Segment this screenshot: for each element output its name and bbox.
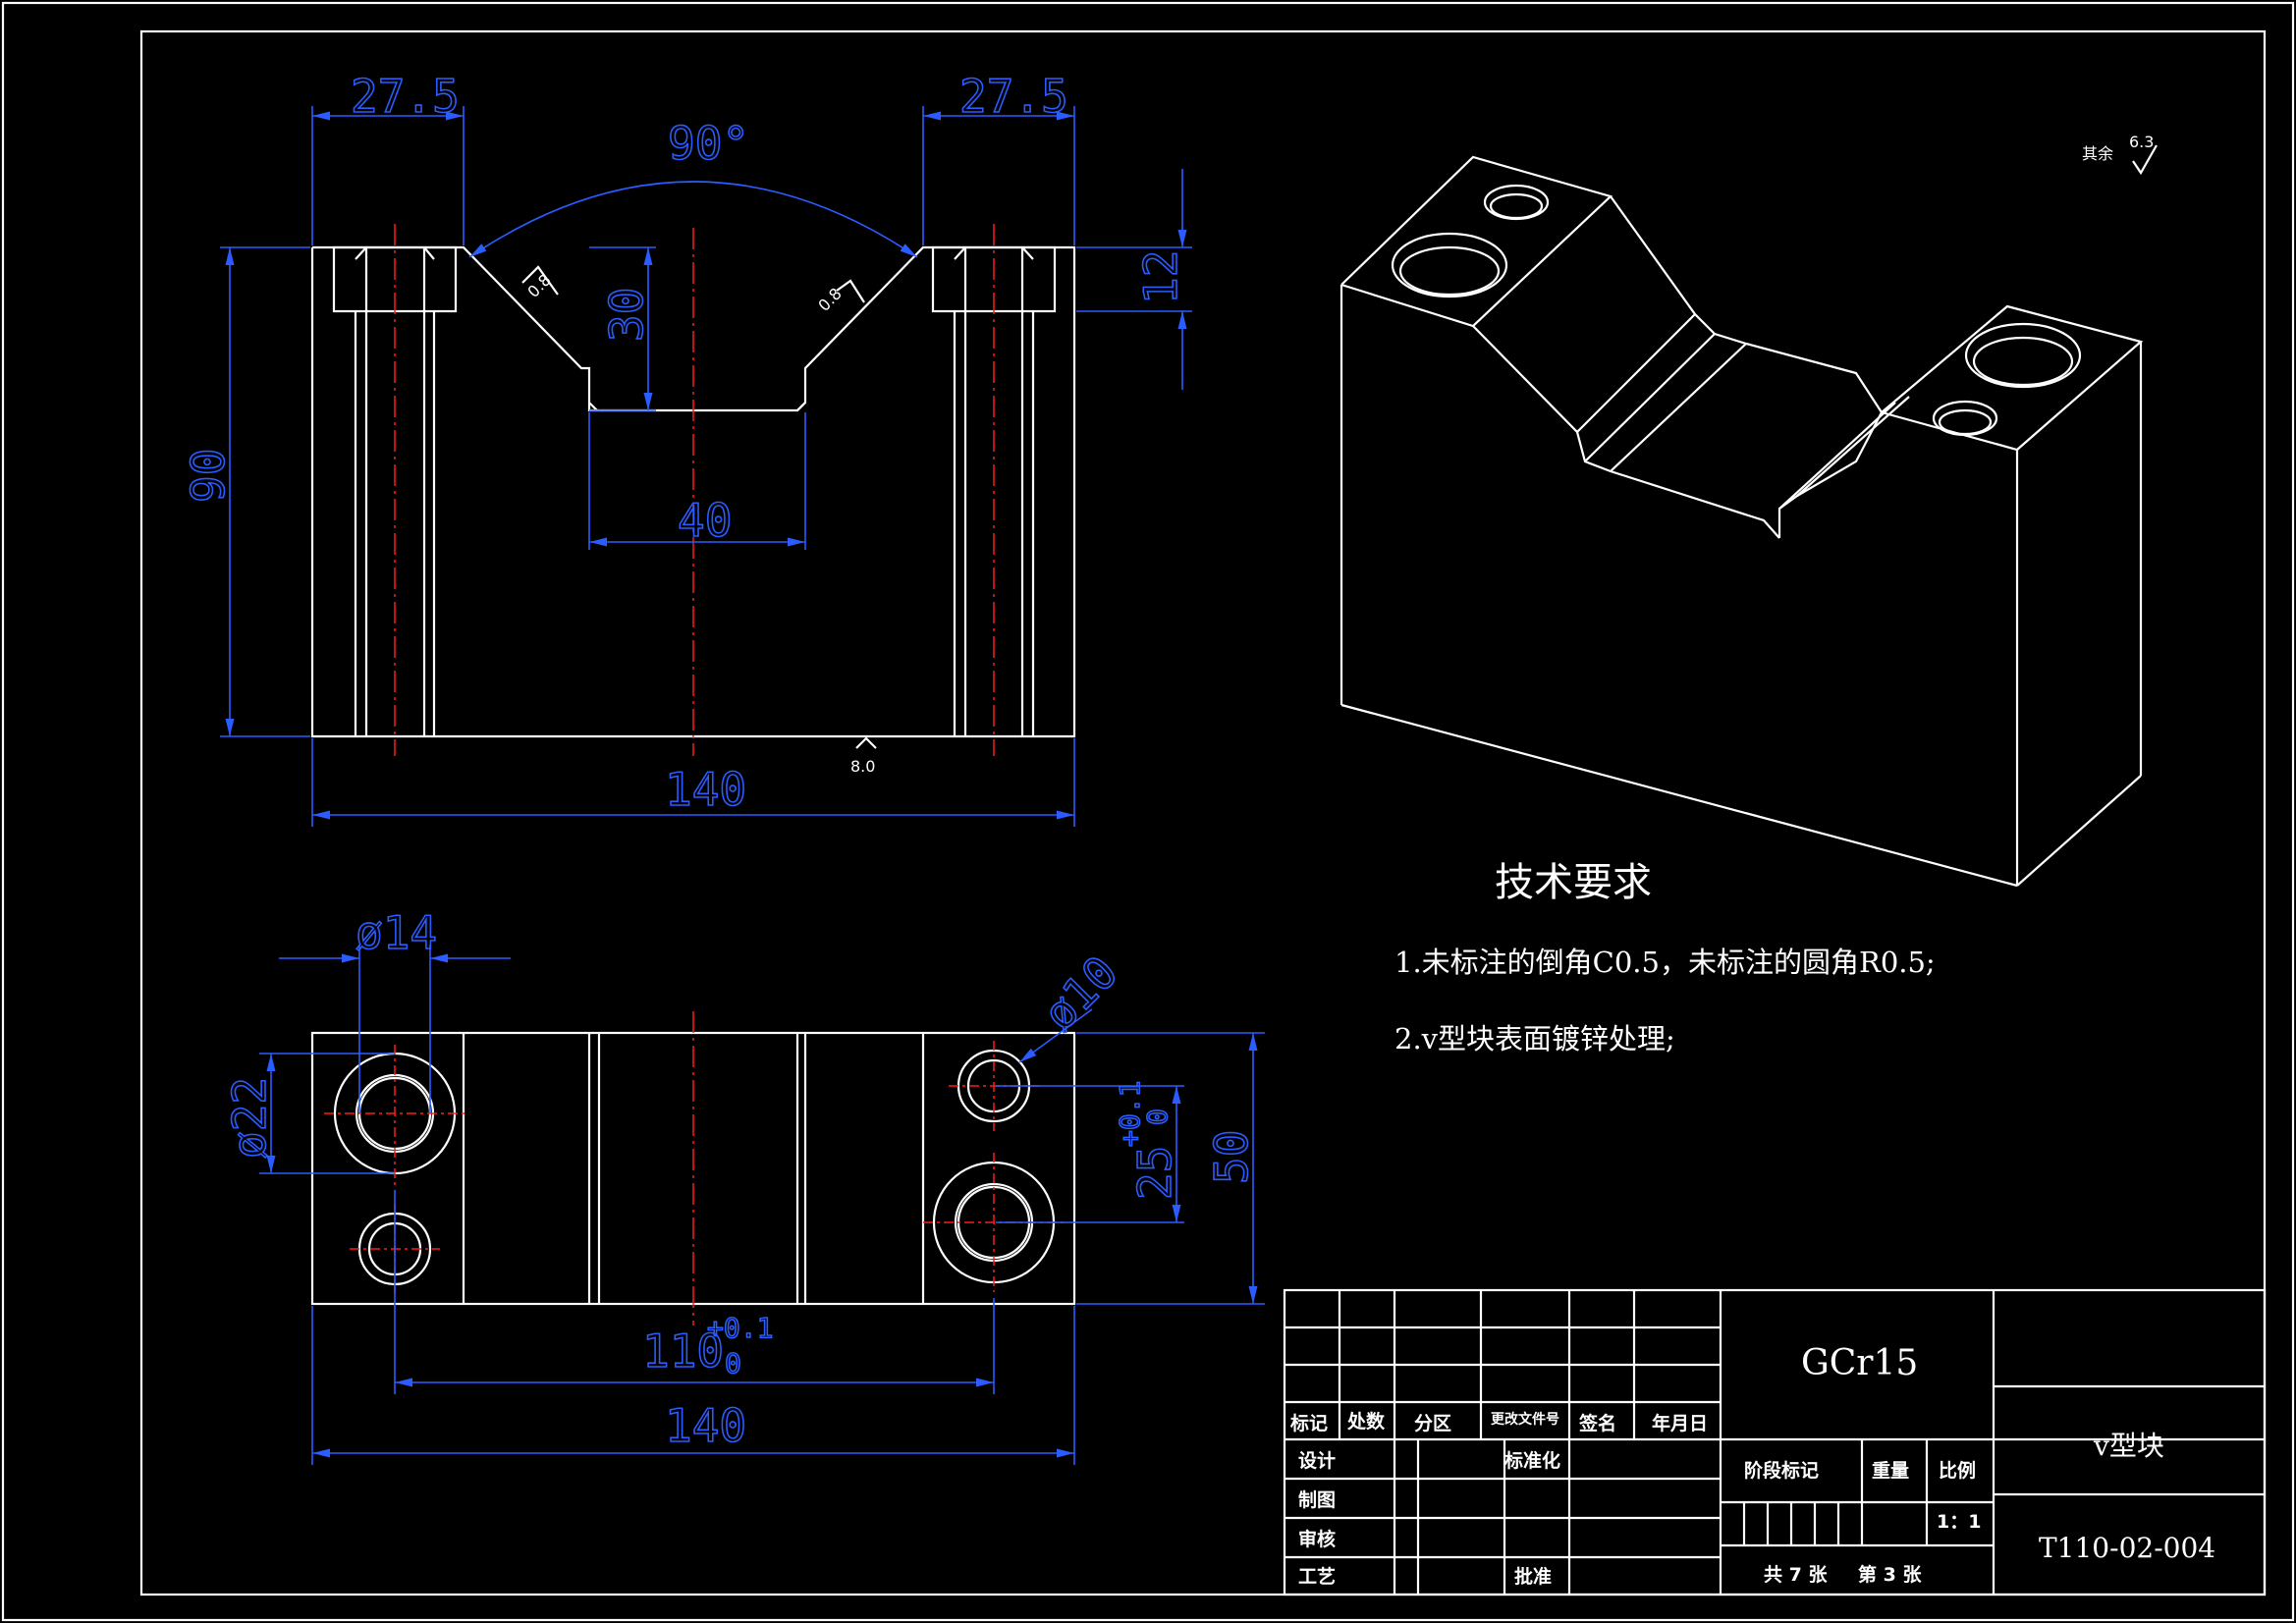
tb-header-zone: 分区 xyxy=(1414,1413,1451,1434)
front-view: 27.5 27.5 90° 30 12 90 40 140 xyxy=(181,69,1192,827)
svg-text:0.8: 0.8 xyxy=(523,270,554,300)
tb-role-drafting: 制图 xyxy=(1298,1488,1336,1511)
tb-sheet-current: 第 3 张 xyxy=(1858,1563,1922,1586)
tb-header-date: 年月日 xyxy=(1652,1412,1708,1434)
dim-front-right-width: 27.5 xyxy=(959,70,1068,123)
tb-role-process: 工艺 xyxy=(1298,1566,1336,1588)
tb-drawing-number: T110-02-004 xyxy=(2039,1532,2215,1564)
tb-header-mark: 标记 xyxy=(1290,1413,1328,1434)
dim-top-center-tol-lower: 0 xyxy=(725,1347,741,1380)
tb-header-sign: 签名 xyxy=(1578,1412,1616,1434)
top-view: ø14 ø22 ø10 25 +0.1 0 50 110 +0.1 0 140 xyxy=(222,905,1265,1465)
dim-front-angle: 90° xyxy=(668,117,749,170)
dim-front-total-height: 90 xyxy=(182,449,235,503)
roughness-note-label: 其余 xyxy=(2082,144,2113,163)
dim-top-hole-spacing-tol-upper: +0.1 xyxy=(1114,1081,1146,1147)
requirement-item-2: 2.v型块表面镀锌处理; xyxy=(1394,1022,1675,1055)
tb-scale-value: 1：1 xyxy=(1937,1511,1981,1533)
dim-top-hole-spacing: 25 xyxy=(1128,1146,1181,1200)
tb-approve: 批准 xyxy=(1514,1566,1552,1588)
tb-stage-mark: 阶段标记 xyxy=(1744,1459,1819,1482)
tb-material: GCr15 xyxy=(1801,1343,1918,1383)
isometric-view xyxy=(1339,155,2144,888)
tb-standardize: 标准化 xyxy=(1504,1449,1560,1472)
svg-text:8.0: 8.0 xyxy=(850,757,875,776)
dim-top-counterbore-dia: ø14 xyxy=(355,906,437,959)
dim-front-total-width: 140 xyxy=(665,763,746,816)
tb-role-review: 审核 xyxy=(1298,1528,1336,1550)
dim-top-center-distance: 110 xyxy=(642,1325,724,1378)
dim-top-depth: 50 xyxy=(1205,1130,1258,1184)
dim-top-hole-spacing-tol-lower: 0 xyxy=(1141,1109,1174,1125)
requirements-title: 技术要求 xyxy=(1495,860,1652,905)
dim-top-outer-dia: ø22 xyxy=(223,1077,276,1159)
dim-top-center-tol-upper: +0.1 xyxy=(707,1312,773,1344)
technical-requirements: 技术要求 1.未标注的倒角C0.5，未标注的圆角R0.5; 2.v型块表面镀锌处… xyxy=(1394,860,1936,1055)
requirement-item-1: 1.未标注的倒角C0.5，未标注的圆角R0.5; xyxy=(1394,946,1936,979)
dim-top-total-width: 140 xyxy=(665,1399,746,1452)
tb-scale-label: 比例 xyxy=(1939,1459,1976,1482)
roughness-symbol-bottom: 8.0 xyxy=(850,736,877,776)
tb-header-count: 处数 xyxy=(1346,1410,1386,1433)
tb-role-design: 设计 xyxy=(1298,1450,1336,1472)
tb-part-name: v型块 xyxy=(2093,1430,2164,1462)
title-block: 标记 处数 分区 更改文件号 签名 年月日 设计 制图 审核 工艺 标准化 批准… xyxy=(1283,1288,2267,1596)
dim-front-bottom-width: 40 xyxy=(678,494,732,547)
dim-front-left-width: 27.5 xyxy=(351,70,460,123)
dim-front-top-height: 12 xyxy=(1134,250,1187,304)
tb-weight: 重量 xyxy=(1872,1460,1909,1482)
drawing-frame xyxy=(139,29,2267,1596)
tb-header-change-doc: 更改文件号 xyxy=(1491,1411,1559,1428)
tb-sheet-total: 共 7 张 xyxy=(1764,1564,1828,1586)
roughness-note: 其余 6.3 xyxy=(2082,133,2158,176)
dim-top-hole-dia: ø10 xyxy=(1033,946,1128,1041)
roughness-symbol-right: 0.8 xyxy=(814,279,865,315)
roughness-symbol-left: 0.8 xyxy=(521,265,559,301)
dim-front-depth: 30 xyxy=(600,288,653,342)
roughness-note-value: 6.3 xyxy=(2129,133,2154,151)
